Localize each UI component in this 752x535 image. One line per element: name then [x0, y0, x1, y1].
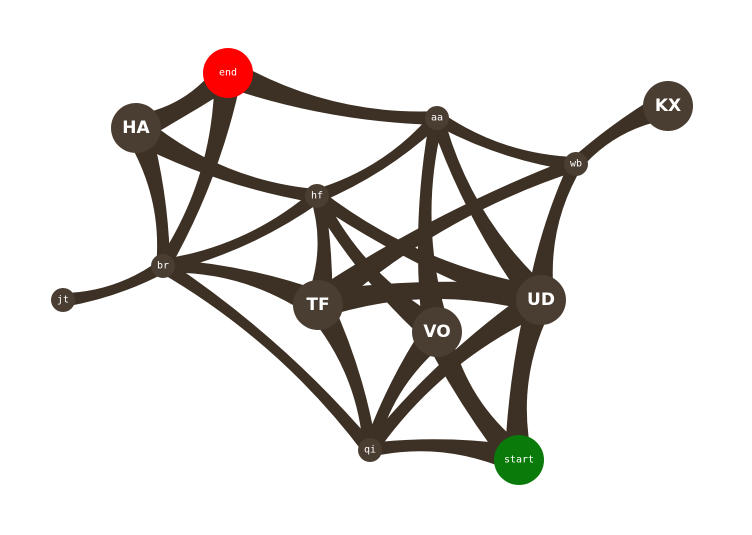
- node-end-label: end: [219, 68, 237, 79]
- node-end-circle: [203, 48, 253, 98]
- node-qi-circle: [358, 438, 382, 462]
- node-br-circle: [151, 254, 175, 278]
- node-KX[interactable]: KX: [643, 81, 693, 131]
- node-aa-label: aa: [431, 113, 443, 124]
- node-TF-circle: [293, 280, 343, 330]
- node-start[interactable]: start: [494, 435, 544, 485]
- node-end[interactable]: end: [203, 48, 253, 98]
- node-hf[interactable]: hf: [305, 184, 329, 208]
- node-VO-label: VO: [423, 322, 450, 342]
- node-UD[interactable]: UD: [516, 275, 566, 325]
- node-wb-label: wb: [570, 159, 582, 170]
- node-UD-label: UD: [527, 290, 555, 310]
- node-VO-circle: [412, 307, 462, 357]
- node-KX-label: KX: [655, 96, 681, 116]
- edge-end-aa: [224, 58, 440, 126]
- node-VO[interactable]: VO: [412, 307, 462, 357]
- node-aa-circle: [425, 106, 449, 130]
- node-jt-label: jt: [57, 295, 69, 306]
- node-aa[interactable]: aa: [425, 106, 449, 130]
- node-jt-circle: [51, 288, 75, 312]
- node-br-label: br: [157, 261, 169, 272]
- node-qi-label: qi: [364, 445, 376, 456]
- node-start-circle: [494, 435, 544, 485]
- node-wb[interactable]: wb: [564, 152, 588, 176]
- node-jt[interactable]: jt: [51, 288, 75, 312]
- node-qi[interactable]: qi: [358, 438, 382, 462]
- node-hf-circle: [305, 184, 329, 208]
- node-hf-label: hf: [311, 191, 323, 202]
- node-start-label: start: [504, 455, 534, 466]
- node-TF[interactable]: TF: [293, 280, 343, 330]
- node-KX-circle: [643, 81, 693, 131]
- node-TF-label: TF: [306, 295, 329, 315]
- edge-br-jt: [60, 258, 166, 307]
- node-wb-circle: [564, 152, 588, 176]
- node-HA-circle: [111, 103, 161, 153]
- node-HA-label: HA: [122, 118, 150, 138]
- node-HA[interactable]: HA: [111, 103, 161, 153]
- node-UD-circle: [516, 275, 566, 325]
- node-br[interactable]: br: [151, 254, 175, 278]
